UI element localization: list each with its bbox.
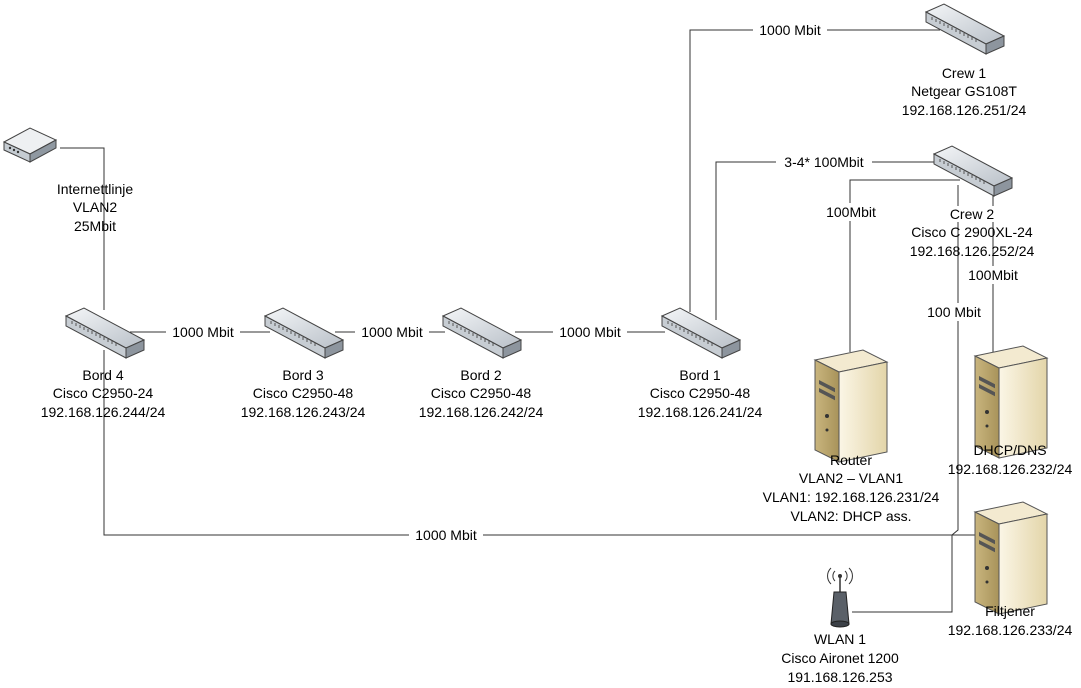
bord1-model: Cisco C2950-48 — [650, 385, 751, 401]
bord1-label: Bord 1 Cisco C2950-48 192.168.126.241/24 — [638, 367, 763, 420]
bord3-label: Bord 3 Cisco C2950-48 192.168.126.243/24 — [241, 367, 366, 420]
crew2-model: Cisco C 2900XL-24 — [911, 224, 1033, 240]
crew1-ip: 192.168.126.251/24 — [902, 102, 1027, 118]
crew2-ip: 192.168.126.252/24 — [910, 243, 1035, 259]
wlan1-ip: 191.168.126.253 — [787, 669, 892, 685]
link-bord1-crew2 — [715, 161, 938, 320]
filtjener-server-icon — [974, 501, 1048, 615]
crew1-name: Crew 1 — [942, 65, 987, 81]
router-vlan1-ip: VLAN1: 192.168.126.231/24 — [763, 489, 940, 505]
link-label-bord1-crew2: 3-4* 100Mbit — [784, 154, 863, 170]
filtjener-label: Filtjener 192.168.126.233/24 — [948, 603, 1073, 638]
dhcp-ip: 192.168.126.232/24 — [948, 461, 1073, 477]
bord3-ip: 192.168.126.243/24 — [241, 404, 366, 420]
bord4-model: Cisco C2950-24 — [53, 385, 154, 401]
router-label: Router VLAN2 – VLAN1 VLAN1: 192.168.126.… — [763, 452, 940, 524]
router-vlans: VLAN2 – VLAN1 — [799, 470, 903, 486]
dhcp-name: DHCP/DNS — [973, 442, 1046, 458]
wlan1-model: Cisco Aironet 1200 — [781, 650, 899, 666]
dhcp-label: DHCP/DNS 192.168.126.232/24 — [948, 442, 1073, 477]
link-label-bord1-crew1: 1000 Mbit — [759, 22, 821, 38]
link-label-crew2-dhcp: 100Mbit — [968, 267, 1018, 283]
link-label-crew2-wlan: 100 Mbit — [927, 304, 981, 320]
crew1-switch-icon — [925, 3, 1005, 55]
bord2-name: Bord 2 — [460, 367, 501, 383]
links-layer — [60, 29, 994, 613]
link-label-crew2-router: 100Mbit — [826, 204, 876, 220]
link-crew2-wlan — [852, 185, 959, 613]
router-vlan2-ip: VLAN2: DHCP ass. — [790, 508, 911, 524]
bord4-label: Bord 4 Cisco C2950-24 192.168.126.244/24 — [41, 367, 166, 420]
bord4-ip: 192.168.126.244/24 — [41, 404, 166, 420]
link-label-bord3-bord2: 1000 Mbit — [361, 324, 423, 340]
link-label-bord4-filtjener: 1000 Mbit — [415, 527, 477, 543]
wlan-antenna-icon — [827, 567, 853, 628]
filtjener-name: Filtjener — [985, 603, 1035, 619]
link-label-bord2-bord1: 1000 Mbit — [559, 324, 621, 340]
bord2-label: Bord 2 Cisco C2950-48 192.168.126.242/24 — [419, 367, 544, 420]
link-bord4-filtjener — [103, 350, 975, 536]
wlan1-label: WLAN 1 Cisco Aironet 1200 191.168.126.25… — [781, 631, 899, 685]
internet-line-2: VLAN2 — [73, 199, 118, 215]
crew2-switch-icon — [933, 145, 1013, 197]
crew1-label: Crew 1 Netgear GS108T 192.168.126.251/24 — [902, 65, 1027, 118]
bord1-ip: 192.168.126.241/24 — [638, 404, 763, 420]
bord3-model: Cisco C2950-48 — [253, 385, 354, 401]
bord2-ip: 192.168.126.242/24 — [419, 404, 544, 420]
bord1-switch-icon — [661, 307, 741, 359]
link-bord1-crew1 — [689, 29, 940, 312]
link-label-bord4-bord3: 1000 Mbit — [172, 324, 234, 340]
internet-line-1: Internettlinje — [57, 181, 133, 197]
link-internet-bord4 — [60, 147, 105, 310]
link-crew2-router — [849, 179, 960, 352]
bord1-name: Bord 1 — [679, 367, 720, 383]
filtjener-ip: 192.168.126.233/24 — [948, 622, 1073, 638]
bord3-name: Bord 3 — [282, 367, 323, 383]
router-name: Router — [830, 452, 872, 468]
link-labels: 1000 Mbit 1000 Mbit 1000 Mbit 1000 Mbit … — [166, 21, 1025, 544]
router-server-icon — [814, 349, 888, 463]
bord2-switch-icon — [442, 307, 522, 359]
bord2-model: Cisco C2950-48 — [431, 385, 532, 401]
crew1-model: Netgear GS108T — [911, 83, 1017, 99]
bord4-name: Bord 4 — [82, 367, 123, 383]
internet-modem-icon — [2, 127, 58, 163]
wlan1-name: WLAN 1 — [814, 631, 866, 647]
internet-label: Internettlinje VLAN2 25Mbit — [57, 181, 133, 234]
bord4-switch-icon — [65, 307, 145, 359]
crew2-name: Crew 2 — [950, 206, 995, 222]
internet-line-3: 25Mbit — [74, 218, 116, 234]
crew2-label: Crew 2 Cisco C 2900XL-24 192.168.126.252… — [910, 206, 1035, 259]
bord3-switch-icon — [264, 307, 344, 359]
